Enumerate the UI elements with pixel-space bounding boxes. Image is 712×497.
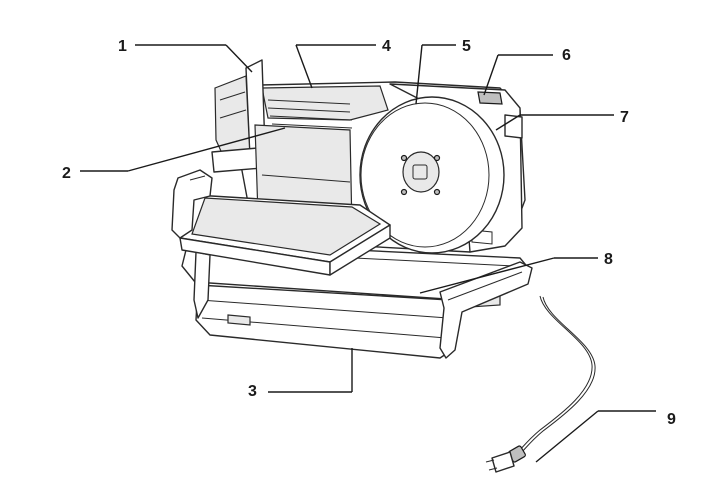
food-carriage-tray — [171, 169, 391, 276]
power-switch — [477, 91, 503, 105]
leader-line-5b — [415, 44, 423, 105]
leader-line-9b — [535, 410, 599, 463]
base-housing — [195, 284, 501, 359]
leader-line-1b — [225, 44, 253, 73]
callout-5: 5 — [462, 38, 471, 55]
slicer-illustration — [171, 59, 596, 473]
leader-line-4b — [295, 44, 313, 89]
callouts: 1 2 3 4 5 6 7 8 9 — [62, 38, 676, 463]
leader-line-2b — [127, 127, 286, 172]
callout-2: 2 — [62, 165, 71, 182]
callout-4: 4 — [382, 38, 391, 55]
leader-line-7b — [495, 114, 521, 131]
plug-head — [491, 451, 515, 473]
callout-6: 6 — [562, 47, 571, 64]
thickness-knob — [504, 114, 523, 139]
callout-8: 8 — [604, 251, 613, 268]
callout-7: 7 — [620, 109, 629, 126]
callout-1: 1 — [118, 38, 127, 55]
circular-blade — [359, 96, 505, 254]
leader-line-8b — [419, 257, 555, 294]
callout-3: 3 — [248, 383, 257, 400]
callout-9: 9 — [667, 411, 676, 428]
leader-line-6b — [483, 54, 499, 96]
power-cord — [485, 295, 596, 473]
